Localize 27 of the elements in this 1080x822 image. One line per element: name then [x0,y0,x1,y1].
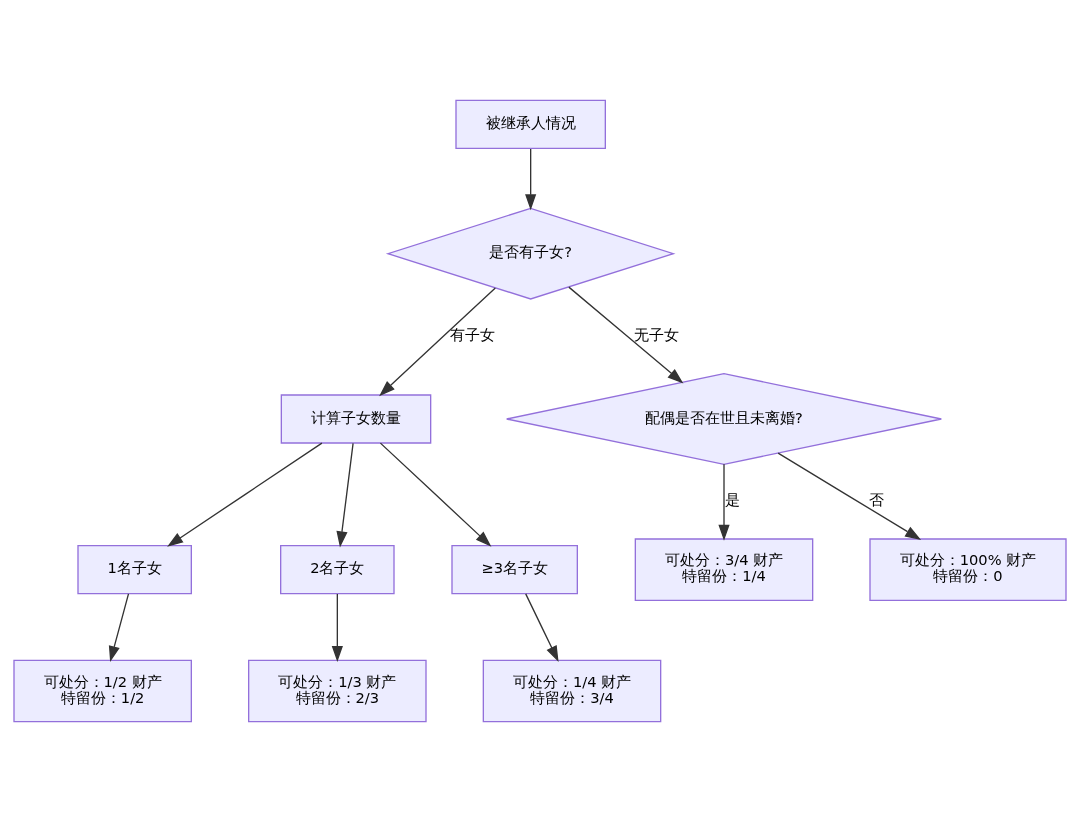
arrow [568,286,684,384]
edge-label: 是 [724,491,740,509]
arrow [525,593,559,662]
node-box: 可处分：1/3 财产 特留份：2/3 [248,659,427,723]
arrow [108,593,130,663]
node-box: ≥3名子女 [451,545,578,595]
node-box: 被继承人情况 [455,99,606,149]
node-box: 1名子女 [77,545,192,595]
arrow [336,442,354,548]
edge-label: 无子女 [633,326,679,344]
arrow [331,593,343,663]
node-box: 可处分：3/4 财产 特留份：1/4 [634,538,814,601]
arrow [167,442,323,547]
arrow [379,442,492,547]
edge-label: 否 [868,491,884,509]
node-diamond: 配偶是否在世且未离婚? [506,373,942,465]
edge-label: 有子女 [449,326,495,344]
node-box: 2名子女 [280,545,395,595]
arrow [379,287,496,397]
node-box: 可处分：100% 财产 特留份：0 [869,538,1067,601]
node-box: 可处分：1/4 财产 特留份：3/4 [482,659,662,723]
node-box: 计算子女数量 [280,394,432,444]
arrow [525,148,537,211]
node-box: 可处分：1/2 财产 特留份：1/2 [13,659,192,723]
node-diamond: 是否有子女? [385,207,676,300]
arrow [718,463,730,541]
arrow [777,452,922,540]
